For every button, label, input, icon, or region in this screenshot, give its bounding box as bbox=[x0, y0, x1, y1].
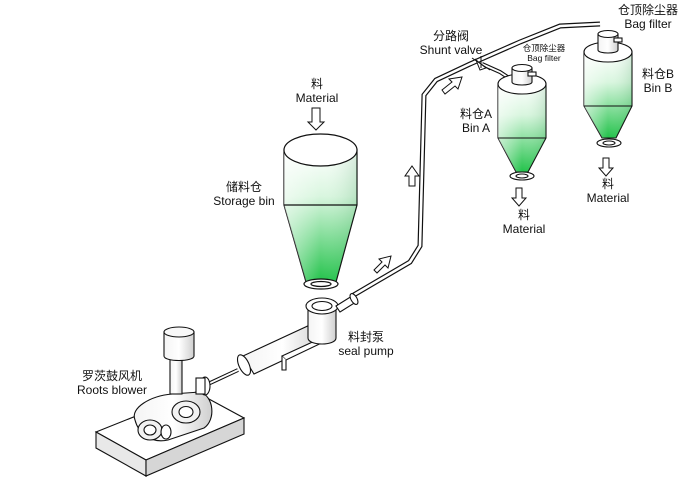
material-top-label: 料 Material bbox=[292, 77, 342, 106]
shunt-valve bbox=[471, 56, 491, 71]
bag-filter-a-label: 仓顶除尘器 Bag filter bbox=[516, 43, 572, 64]
material-b-en: Material bbox=[586, 190, 630, 205]
seal-pump-label: 料封泵 seal pump bbox=[330, 330, 402, 359]
storage-bin-label: 储料仓 Storage bin bbox=[206, 180, 282, 209]
bag-filter-b-body bbox=[597, 33, 619, 54]
bin-b-en: Bin B bbox=[643, 80, 673, 95]
bin-a bbox=[497, 63, 547, 181]
bin-a-label: 料仓A Bin A bbox=[452, 107, 500, 136]
storage-bin bbox=[283, 133, 358, 290]
material-top-zh: 料 bbox=[310, 77, 323, 91]
material-b-label: 料 Material bbox=[580, 177, 636, 206]
roots-blower-zh: 罗茨鼓风机 bbox=[81, 369, 142, 383]
shunt-valve-en: Shunt valve bbox=[419, 42, 483, 57]
material-out-arrow-a bbox=[510, 187, 528, 207]
bag-filter-b-label: 仓顶除尘器 Bag filter bbox=[611, 3, 685, 32]
roots-blower-label: 罗茨鼓风机 Roots blower bbox=[70, 369, 154, 398]
shunt-valve-label: 分路阀 Shunt valve bbox=[414, 29, 488, 58]
material-out-arrow-b bbox=[597, 157, 615, 177]
flow-arrows bbox=[306, 76, 615, 274]
material-b-zh: 料 bbox=[601, 177, 614, 191]
material-a-label: 料 Material bbox=[496, 208, 552, 237]
bin-a-en: Bin A bbox=[461, 120, 491, 135]
bin-b-label: 料仓B Bin B bbox=[634, 67, 682, 96]
roots-blower-en: Roots blower bbox=[76, 382, 148, 397]
bin-a-zh: 料仓A bbox=[459, 107, 492, 121]
bag-filter-b-zh: 仓顶除尘器 bbox=[617, 3, 678, 17]
seal-pump bbox=[236, 293, 359, 376]
conveying-pipeline bbox=[350, 21, 601, 299]
up-arrow bbox=[404, 165, 420, 187]
roots-blower bbox=[94, 326, 246, 477]
air-line bbox=[207, 368, 239, 386]
storage-bin-en: Storage bin bbox=[213, 193, 275, 208]
bin-b-zh: 料仓B bbox=[641, 67, 674, 81]
bag-filter-a-body bbox=[511, 67, 533, 86]
material-a-en: Material bbox=[502, 221, 546, 236]
shunt-valve-zh: 分路阀 bbox=[432, 29, 469, 43]
seal-pump-en: seal pump bbox=[338, 343, 394, 358]
storage-bin-zh: 储料仓 bbox=[225, 180, 262, 194]
diagonal-arrow-upper bbox=[441, 76, 463, 95]
material-in-arrow bbox=[306, 107, 326, 131]
bin-b bbox=[583, 29, 633, 148]
material-a-zh: 料 bbox=[517, 208, 530, 222]
diagonal-arrow-lower bbox=[373, 255, 392, 274]
bag-filter-a-zh: 仓顶除尘器 bbox=[522, 43, 566, 53]
material-top-en: Material bbox=[295, 90, 339, 105]
seal-pump-zh: 料封泵 bbox=[347, 330, 384, 344]
bag-filter-a-en: Bag filter bbox=[527, 52, 561, 63]
bag-filter-b-en: Bag filter bbox=[624, 16, 672, 31]
